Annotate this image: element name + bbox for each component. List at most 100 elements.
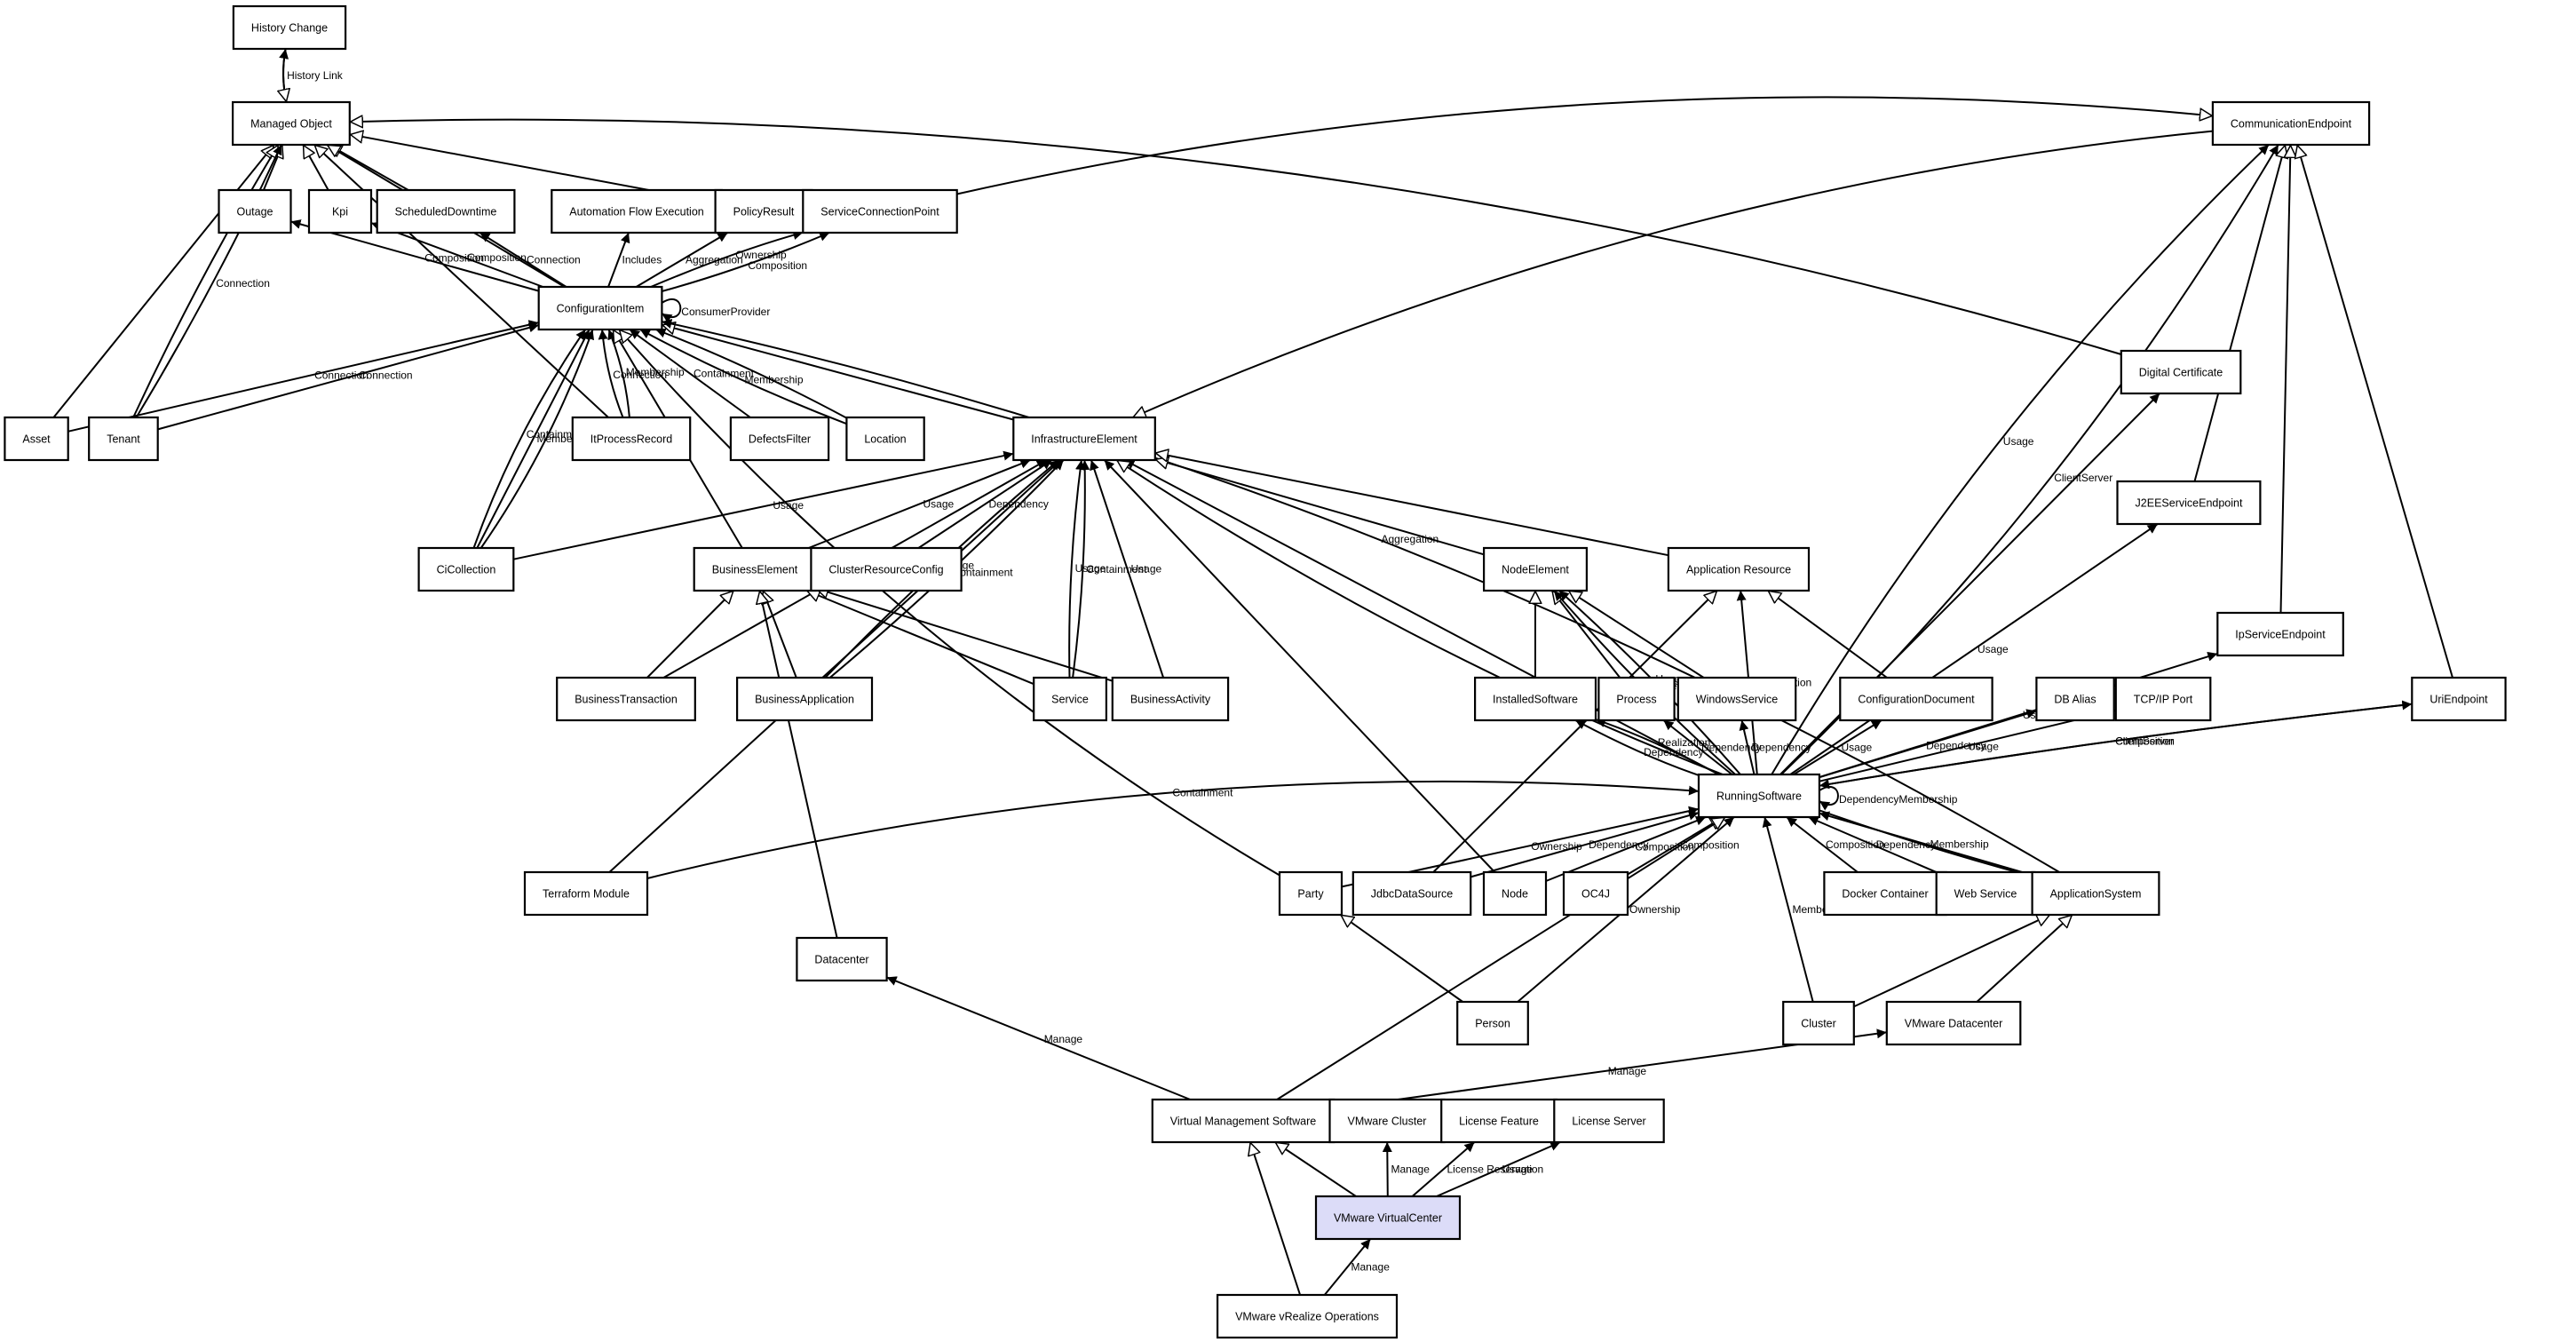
node-cluster-resource-config[interactable]: ClusterResourceConfig <box>810 546 963 592</box>
node-managed-object[interactable]: Managed Object <box>232 100 351 147</box>
node-application-resource[interactable]: Application Resource <box>1667 546 1811 592</box>
edge-line <box>132 145 280 418</box>
node-defects-filter[interactable]: DefectsFilter <box>729 416 830 462</box>
edge-line <box>329 144 409 191</box>
node-ci-collection[interactable]: CiCollection <box>417 546 515 592</box>
edge-label: Connection <box>216 277 270 290</box>
node-jdbc-data-source[interactable]: JdbcDataSource <box>1351 870 1472 917</box>
node-label: License Server <box>1572 1116 1645 1128</box>
node-license-feature[interactable]: License Feature <box>1440 1098 1557 1144</box>
node-label: InstalledSoftware <box>1493 694 1578 706</box>
node-running-software[interactable]: RunningSoftware <box>1697 773 1820 819</box>
node-configuration-document[interactable]: ConfigurationDocument <box>1839 676 1993 722</box>
edge-line <box>650 230 804 288</box>
edge-configuration-item-to-service-connection-point <box>650 230 804 288</box>
node-windows-service[interactable]: WindowsService <box>1676 676 1797 722</box>
node-service-connection-point[interactable]: ServiceConnectionPoint <box>802 188 958 234</box>
node-box <box>845 416 925 462</box>
node-business-activity[interactable]: BusinessActivity <box>1111 676 1230 722</box>
node-virtual-management-software[interactable]: Virtual Management Software <box>1151 1098 1336 1144</box>
edge-configuration-item-to-service-connection-point <box>662 232 830 292</box>
edge-line <box>350 120 2122 355</box>
node-vmware-vrealize-operations[interactable]: VMware vRealize Operations <box>1216 1293 1399 1339</box>
edge-line <box>1771 144 2270 775</box>
node-box <box>1314 1195 1462 1241</box>
node-history-change[interactable]: History Change <box>232 4 347 51</box>
edge-label: Dependency <box>1589 838 1648 851</box>
node-policy-result[interactable]: PolicyResult <box>714 188 813 234</box>
node-db-alias[interactable]: DB Alias <box>2035 676 2115 722</box>
node-vmware-virtualcenter[interactable]: VMware VirtualCenter <box>1314 1195 1462 1241</box>
node-box <box>1033 676 1107 722</box>
node-communication-endpoint[interactable]: CommunicationEndpoint <box>2211 100 2371 147</box>
node-asset[interactable]: Asset <box>4 416 69 462</box>
node-infrastructure-element[interactable]: InfrastructureElement <box>1012 416 1156 462</box>
edge-label: Includes <box>622 254 662 266</box>
node-vmware-datacenter[interactable]: VMware Datacenter <box>1885 1000 2022 1046</box>
node-j2ee-service-endpoint[interactable]: J2EEServiceEndpoint <box>2116 480 2262 526</box>
edge-line <box>283 48 287 102</box>
edge-line <box>52 145 275 418</box>
node-label: TCP/IP Port <box>2134 694 2193 706</box>
node-person[interactable]: Person <box>1456 1000 1529 1046</box>
edge-line <box>1786 816 1859 873</box>
node-party[interactable]: Party <box>1278 870 1343 917</box>
node-application-system[interactable]: ApplicationSystem <box>2031 870 2160 917</box>
edge-label: Dependency <box>1644 746 1703 758</box>
node-business-element[interactable]: BusinessElement <box>693 546 817 592</box>
node-process[interactable]: Process <box>1597 676 1676 722</box>
edge-ci-collection-to-configuration-item <box>476 329 590 549</box>
node-oc4j[interactable]: OC4J <box>1562 870 1629 917</box>
edge-ip-service-endpoint-to-communication-endpoint <box>2279 145 2291 614</box>
edge-vmware-virtualcenter-to-virtual-management-software <box>1275 1141 1357 1197</box>
node-terraform-module[interactable]: Terraform Module <box>523 870 649 917</box>
node-box <box>571 416 692 462</box>
node-box <box>417 546 515 592</box>
node-service[interactable]: Service <box>1033 676 1107 722</box>
edge-running-software-to-digital-certificate <box>1779 393 2160 775</box>
edge-running-software-to-communication-endpoint <box>1771 144 2270 775</box>
node-datacenter[interactable]: Datacenter <box>796 936 888 982</box>
node-label: UriEndpoint <box>2429 694 2488 706</box>
node-docker-container[interactable]: Docker Container <box>1823 870 1947 917</box>
node-web-service[interactable]: Web Service <box>1935 870 2036 917</box>
node-box <box>1597 676 1676 722</box>
edge-label: Aggregation <box>1382 533 1439 545</box>
edge-vmware-datacenter-to-application-system <box>1976 914 2072 1003</box>
node-automation-flow-execution[interactable]: Automation Flow Execution <box>551 188 723 234</box>
node-label: BusinessApplication <box>755 694 854 706</box>
node-box <box>2216 611 2344 657</box>
edge-node-element-to-infrastructure-element <box>1155 459 1485 556</box>
node-business-application[interactable]: BusinessApplication <box>735 676 874 722</box>
node-box <box>556 676 696 722</box>
node-kpi[interactable]: Kpi <box>307 188 373 234</box>
node-tcpip-port[interactable]: TCP/IP Port <box>2114 676 2212 722</box>
node-outage[interactable]: Outage <box>218 188 292 234</box>
edge-line <box>262 145 282 191</box>
node-ip-service-endpoint[interactable]: IpServiceEndpoint <box>2216 611 2344 657</box>
edge-line <box>608 459 1062 873</box>
node-label: Digital Certificate <box>2139 367 2223 379</box>
node-digital-certificate[interactable]: Digital Certificate <box>2120 349 2242 395</box>
node-installed-software[interactable]: InstalledSoftware <box>1473 676 1597 722</box>
node-label: Service <box>1051 694 1089 706</box>
node-location[interactable]: Location <box>845 416 925 462</box>
node-label: Web Service <box>1954 888 2017 901</box>
node-uri-endpoint[interactable]: UriEndpoint <box>2411 676 2507 722</box>
node-it-process-record[interactable]: ItProcessRecord <box>571 416 692 462</box>
node-vmware-cluster[interactable]: VMware Cluster <box>1328 1098 1446 1144</box>
node-node[interactable]: Node <box>1482 870 1548 917</box>
edge-line <box>1411 1141 1476 1197</box>
edge-location-to-configuration-item <box>639 329 847 425</box>
node-license-server[interactable]: License Server <box>1553 1098 1665 1144</box>
node-node-element[interactable]: NodeElement <box>1482 546 1588 592</box>
edge-line <box>1155 453 1669 557</box>
edge-jdbc-data-source-to-application-resource <box>1432 591 1717 873</box>
node-tenant[interactable]: Tenant <box>88 416 159 462</box>
node-configuration-item[interactable]: ConfigurationItem <box>537 285 663 331</box>
node-cluster[interactable]: Cluster <box>1782 1000 1855 1046</box>
edge-docker-container-to-running-software <box>1786 816 1859 873</box>
node-scheduled-downtime[interactable]: ScheduledDowntime <box>376 188 516 234</box>
edge-line <box>1853 915 2050 1008</box>
node-business-transaction[interactable]: BusinessTransaction <box>556 676 696 722</box>
